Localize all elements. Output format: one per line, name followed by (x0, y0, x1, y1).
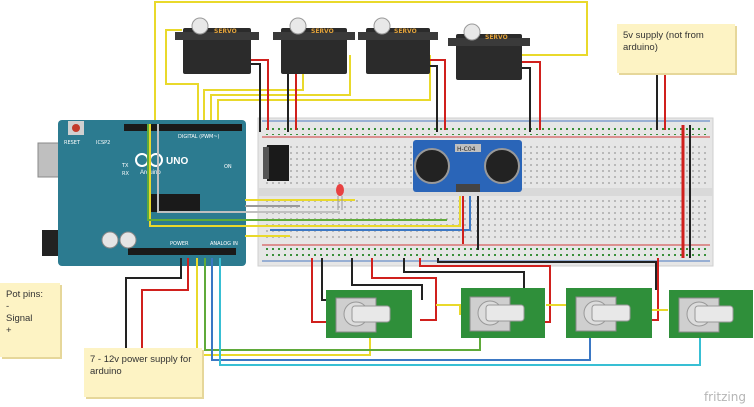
pot-1 (326, 290, 412, 338)
ir-sensor (263, 145, 289, 181)
power-label: POWER (170, 241, 189, 247)
signal-wires (147, 124, 479, 250)
digital-label: DIGITAL (PWM~) (178, 134, 220, 140)
pot-wires (125, 258, 701, 366)
led (336, 184, 344, 210)
pot-3 (566, 288, 652, 338)
servo-3: SERVO (358, 17, 438, 74)
note-7-12v-supply: 7 - 12v power supply for arduino (84, 348, 202, 397)
on-label: ON (224, 164, 232, 170)
icsp-label: ICSP2 (96, 140, 110, 146)
rx-label: RX (122, 171, 129, 177)
note-pot-pins: Pot pins: - Signal + (0, 283, 60, 357)
sensor-label: H-C04 (457, 146, 476, 153)
yellow-signal-wires (154, 1, 588, 120)
servo-label-4: SERVO (485, 34, 508, 41)
servo-1: SERVO (175, 17, 259, 74)
servo-label-3: SERVO (394, 28, 417, 35)
arduino-brand: UNO (166, 156, 188, 167)
pot-2 (461, 288, 545, 338)
ultrasonic-sensor: H-C04 (413, 140, 522, 192)
servo-2: SERVO (273, 17, 355, 74)
fritzing-credit: fritzing (703, 390, 746, 404)
servo-4: SERVO (448, 23, 530, 80)
analog-label: ANALOG IN (210, 241, 238, 247)
arduino-uno: RESET ICSP2 DIGITAL (PWM~) UNO Arduino T… (37, 120, 246, 266)
pot-4 (669, 290, 753, 338)
reset-label: RESET (64, 140, 81, 146)
tx-label: TX (121, 163, 129, 169)
servo-label-1: SERVO (214, 28, 237, 35)
note-5v-supply: 5v supply (not from arduino) (617, 24, 735, 73)
servo-label-2: SERVO (311, 28, 334, 35)
